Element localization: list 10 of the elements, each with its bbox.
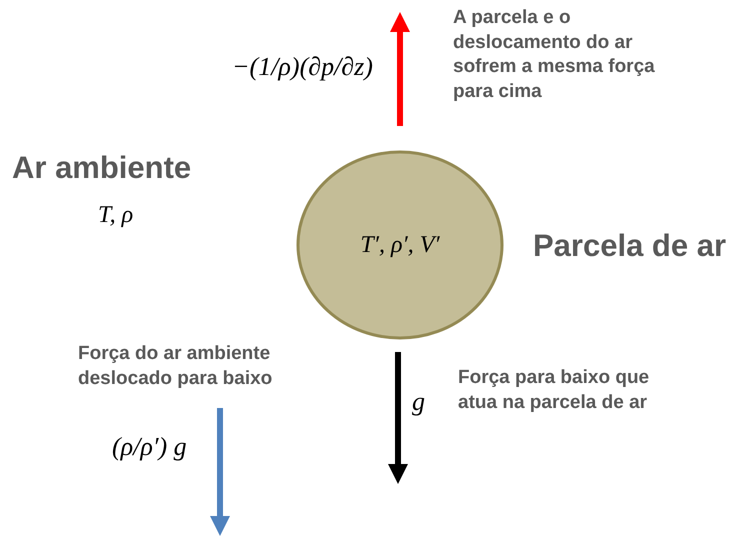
note-text: A parcela e o deslocamento do ar sofrem a mesma força para cima xyxy=(453,6,656,104)
math-expression: (ρ/ρ′) g xyxy=(112,431,188,463)
math-expression: T, ρ xyxy=(98,201,134,230)
parcel-variables: T′, ρ′, V′ xyxy=(360,232,440,258)
note-text: Força para baixo que atua na parcela de ar xyxy=(458,366,650,415)
region-title: Parcela de ar xyxy=(533,227,728,265)
note-text: Força do ar ambiente deslocado para baixo xyxy=(78,342,274,391)
math-expression: g xyxy=(412,386,426,418)
math-expression: −(1/ρ)(∂p/∂z) xyxy=(232,51,374,83)
region-title: Ar ambiente xyxy=(12,149,192,187)
